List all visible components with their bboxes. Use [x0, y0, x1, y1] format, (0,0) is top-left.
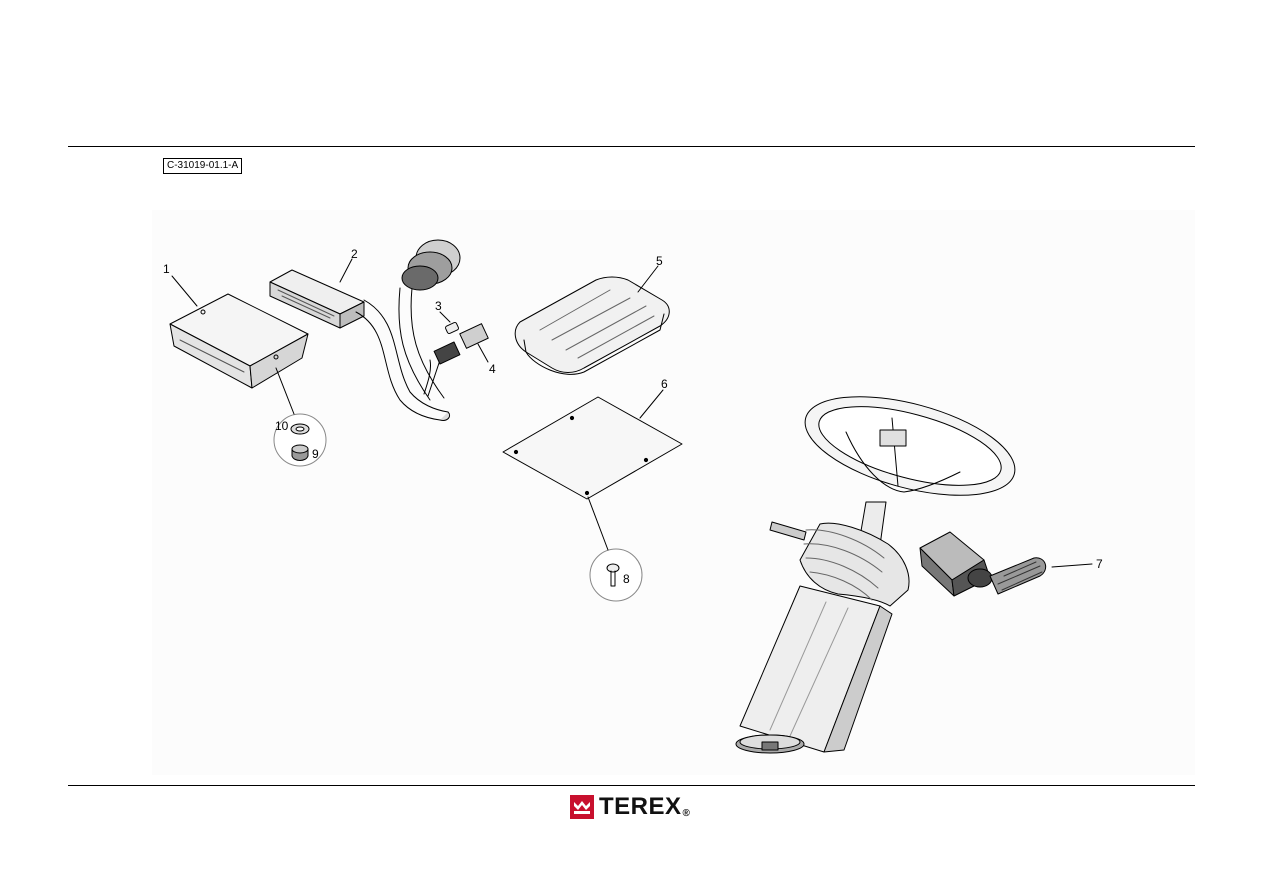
callout-2: 2: [351, 247, 358, 261]
leader-1: [171, 275, 198, 307]
callout-10: 10: [275, 419, 289, 433]
callout-6: 6: [661, 377, 668, 391]
screw-detail-circle: [589, 548, 643, 602]
steering-column-part: [735, 396, 1047, 754]
callout-8: 8: [623, 572, 630, 586]
leader-5: [637, 265, 659, 293]
connector-plug-part: [433, 323, 489, 365]
leader-4: [477, 343, 489, 363]
leader-6: [639, 389, 664, 419]
terex-logo: TEREX ®: [570, 795, 690, 819]
leader-10: [275, 367, 295, 415]
leader-3: [439, 311, 451, 323]
washer-part: [290, 423, 310, 435]
wiring-harness-part: [269, 239, 461, 421]
control-module-part: [169, 293, 309, 389]
nut-part: [291, 444, 309, 461]
connector-pin-part: [445, 321, 459, 335]
mounting-plate-part: [502, 396, 683, 500]
callout-9: 9: [312, 447, 319, 461]
callout-7: 7: [1096, 557, 1103, 571]
pedal-pad-part: [514, 276, 670, 375]
logo-registered-mark: ®: [682, 808, 690, 819]
leader-8: [587, 496, 609, 551]
fastener-detail-circle: [273, 413, 327, 467]
callout-4: 4: [489, 362, 496, 376]
callout-1: 1: [163, 262, 170, 276]
terex-crown-icon: [570, 795, 594, 819]
callout-3: 3: [435, 299, 442, 313]
leader-2: [339, 258, 353, 283]
footer-rule: [68, 785, 1195, 786]
callout-5: 5: [656, 254, 663, 268]
leader-7: [1051, 563, 1093, 568]
logo-wordmark: TEREX: [599, 793, 682, 820]
drawing-id-label: C-31019-01.1-A: [163, 158, 243, 174]
header-rule: [68, 146, 1195, 147]
screw-part: [606, 563, 620, 587]
